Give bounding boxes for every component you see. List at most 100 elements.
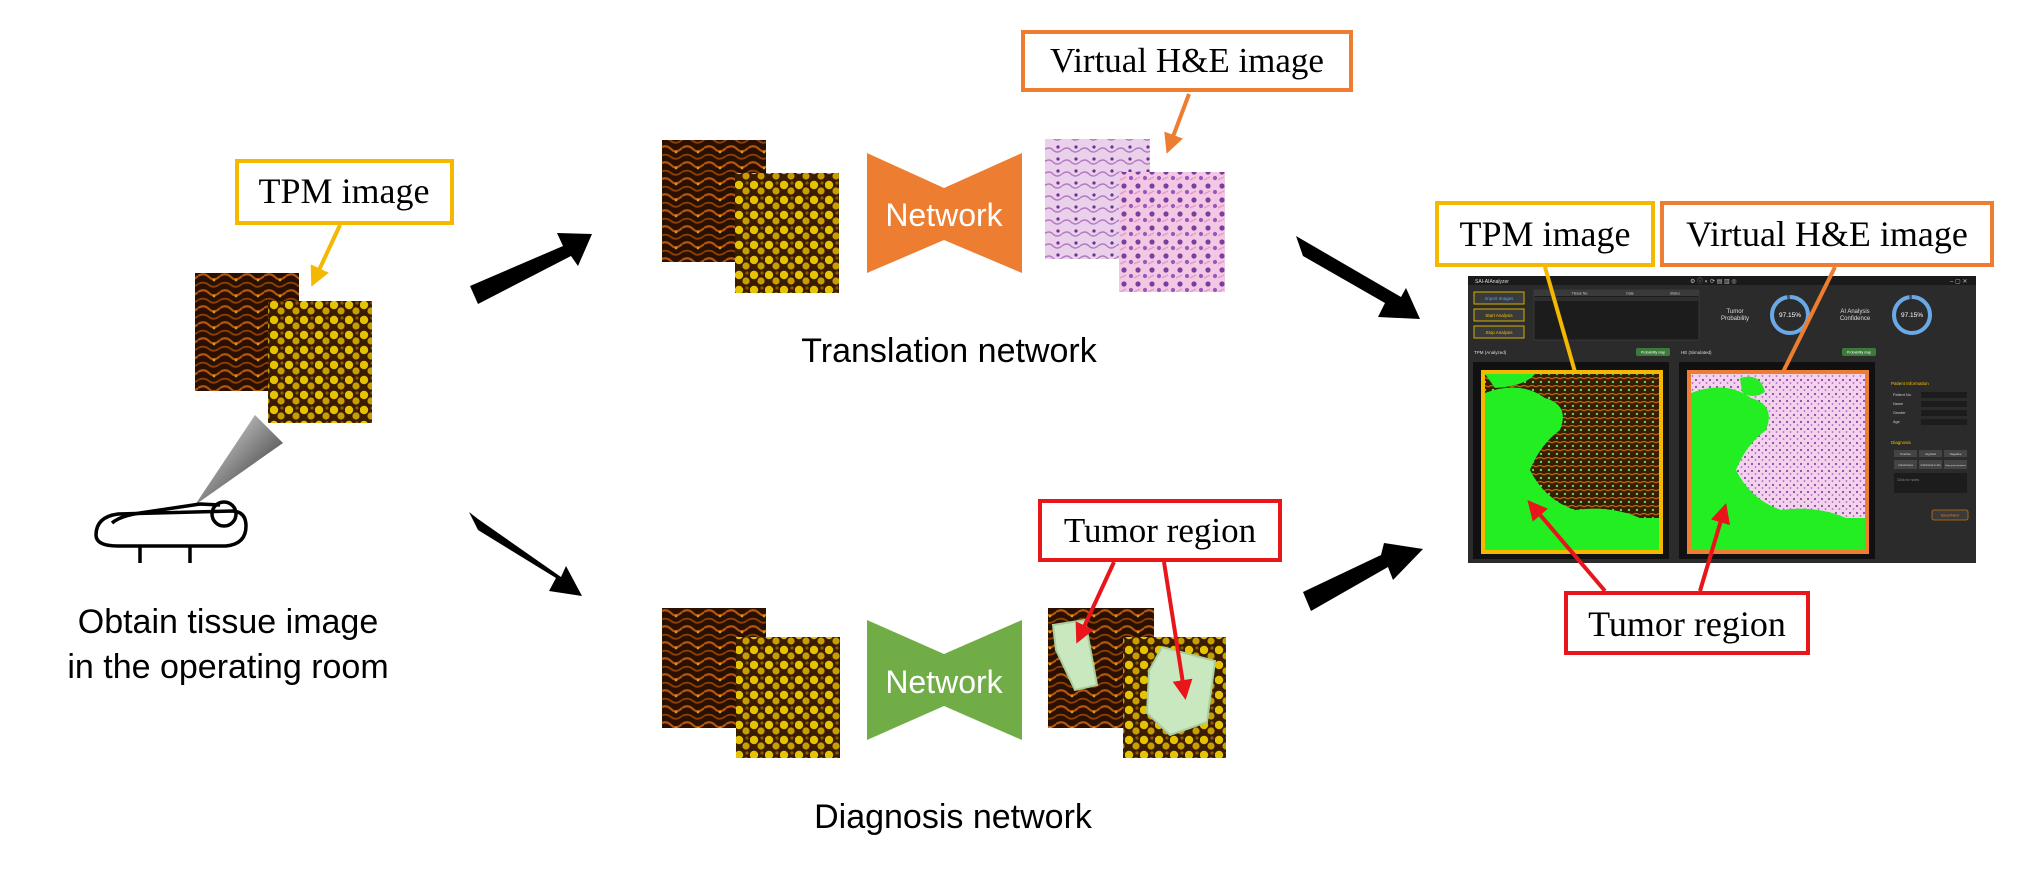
software-tpm-view [1473,362,1669,559]
ai-confidence-ring [1892,295,1932,335]
diagnosis-option-positive-label: Positive [1900,452,1911,456]
diagnosis-option-in-situ[interactable] [1919,460,1942,469]
flow-arrow-to-translation [470,233,592,304]
diagnosis-option-atypical[interactable] [1919,450,1942,457]
patient-no-field[interactable] [1921,392,1967,398]
virtual-he-label-right-connector [1781,266,1837,373]
virtual-he-label-right-text: Virtual H&E image [1686,214,1968,254]
flow-arrow-translation-to-software [1296,236,1420,319]
tumor-region-label-right: Tumor region [1527,499,1810,655]
diagnosis-option-in-situ-label: Carcinoma in situ [1920,463,1941,467]
patient-no-label: Patient No. [1893,393,1912,397]
tpm-label-right-connector [1543,266,1577,373]
gender-field[interactable] [1921,410,1967,416]
tpm-label-left-text: TPM image [259,171,430,211]
diagnosis-notes-placeholder: Click for notes [1897,478,1919,482]
ai-confidence-label-2: Confidence [1840,316,1871,322]
network-bottom-shape [867,620,1022,740]
stop-analysis-label: Stop Analysis [1485,330,1513,335]
ai-confidence-gauge: AI Analysis Confidence 97.15% [1840,295,1932,335]
virtual-he-front [1119,172,1225,292]
tumor-probability-gauge: Tumor Probability 97.15% [1721,295,1810,335]
tpm-label-left-arrow [310,224,342,287]
ai-confidence-value: 97.15% [1901,312,1923,319]
diagnosis-option-atypical-label: Atypical [1925,452,1936,456]
software-he-view [1679,362,1875,559]
diagnosis-panel: Diagnosis Positive Atypical Negative Car… [1891,440,1969,521]
import-images-button[interactable] [1473,291,1525,305]
diagnosis-input-stack [662,608,840,758]
virtual-he-label-top-text: Virtual H&E image [1050,41,1324,80]
tumor-region-mid-arrow-1 [1075,561,1116,644]
network-bottom: Network [867,620,1022,740]
gender-label: Gender [1893,411,1906,415]
tumor-region-label-right-text: Tumor region [1588,604,1786,644]
software-window-controls: – ▢ ✕ [1950,279,1967,285]
virtual-he-label-top: Virtual H&E image [1021,30,1353,154]
he-probability-map-label: Probability map [1847,351,1871,355]
save-next-button[interactable] [1931,509,1969,521]
he-tumor-overlay-top [1740,376,1765,396]
he-probability-map-button[interactable] [1842,348,1876,356]
microscope-light-cone [195,415,283,505]
diagnosis-title: Diagnosis [1891,440,1912,445]
tumor-region-label-mid: Tumor region [1038,499,1282,700]
start-analysis-label: Start Analysis [1485,313,1513,318]
tpm-label-right: TPM image [1435,201,1655,373]
age-field[interactable] [1921,419,1967,425]
table-header-date: Date [1626,292,1633,296]
virtual-he-label-right: Virtual H&E image [1660,201,1994,373]
translation-network-caption: Translation network [801,332,1097,370]
tumor-region-right-arrow-2 [1698,503,1731,592]
obtain-text-line1: Obtain tissue image [78,603,379,641]
tumor-region-label-mid-text: Tumor region [1064,511,1256,550]
diagnosis-option-positive[interactable] [1894,450,1917,457]
software-toolbar-icons: ⚙ ⓘ ◐ ⟳ ▤ ▥ ◎ [1690,277,1737,285]
he-tumor-overlay [1691,387,1865,550]
software-action-buttons: Import Images Start Analysis Stop Analys… [1473,291,1525,339]
name-field[interactable] [1921,401,1967,407]
network-top-shape [867,153,1022,273]
software-app-title: SAI-AIAnalyzer [1475,279,1509,285]
virtual-he-stack-top [1045,139,1225,292]
table-header-status: Status [1670,292,1680,296]
flow-arrow-to-diagnosis [469,512,582,596]
tpm-label-right-text: TPM image [1460,214,1631,254]
network-top: Network [867,153,1022,273]
save-next-label: Save/Next [1941,513,1960,518]
tumor-region-right-arrow-1 [1527,499,1607,593]
tumor-probability-ring [1770,295,1810,335]
translation-input-front [735,173,839,293]
name-label: Name [1893,402,1903,406]
patient-on-table-icon [94,500,248,563]
diagnosis-option-carcinoma-label: Carcinoma [1898,463,1913,467]
translation-input-stack [662,140,839,293]
diagnosis-input-front [736,637,840,758]
diagnosis-option-carcinoma[interactable] [1894,460,1917,469]
he-panel-title: HE (Simulated) [1681,350,1712,355]
software-window: SAI-AIAnalyzer ⚙ ⓘ ◐ ⟳ ▤ ▥ ◎ – ▢ ✕ Impor… [1468,276,1976,563]
table-header-tissue-no: Tissue No. [1572,292,1589,296]
diagnosis-option-dysplasia-label: High grade dysplasia [1945,464,1966,467]
tumor-probability-value: 97.15% [1779,312,1801,319]
diagnosis-option-dysplasia[interactable] [1944,460,1967,469]
tpm-label-left: TPM image [235,159,454,287]
stop-analysis-button[interactable] [1473,325,1525,339]
tpm-image-stack-left [195,273,372,423]
network-top-label: Network [885,197,1003,233]
table-row[interactable] [1534,297,1699,301]
network-bottom-label: Network [885,664,1003,700]
tpm-image-front [268,301,372,423]
patient-info-title: Patient Information [1891,381,1929,386]
tumor-region-mid-arrow-2 [1162,561,1193,700]
start-analysis-button[interactable] [1473,308,1525,322]
diagnosis-notes-input[interactable] [1894,473,1967,493]
age-label: Age [1893,420,1900,424]
ai-confidence-label-1: AI Analysis [1840,309,1869,315]
tumor-probability-label-2: Probability [1721,316,1749,322]
tpm-panel-title: TPM (Analyzed) [1474,350,1507,355]
tpm-probability-map-button[interactable] [1636,348,1670,356]
diagnosis-network-caption: Diagnosis network [814,798,1093,836]
diagnosis-option-negative[interactable] [1944,450,1967,457]
